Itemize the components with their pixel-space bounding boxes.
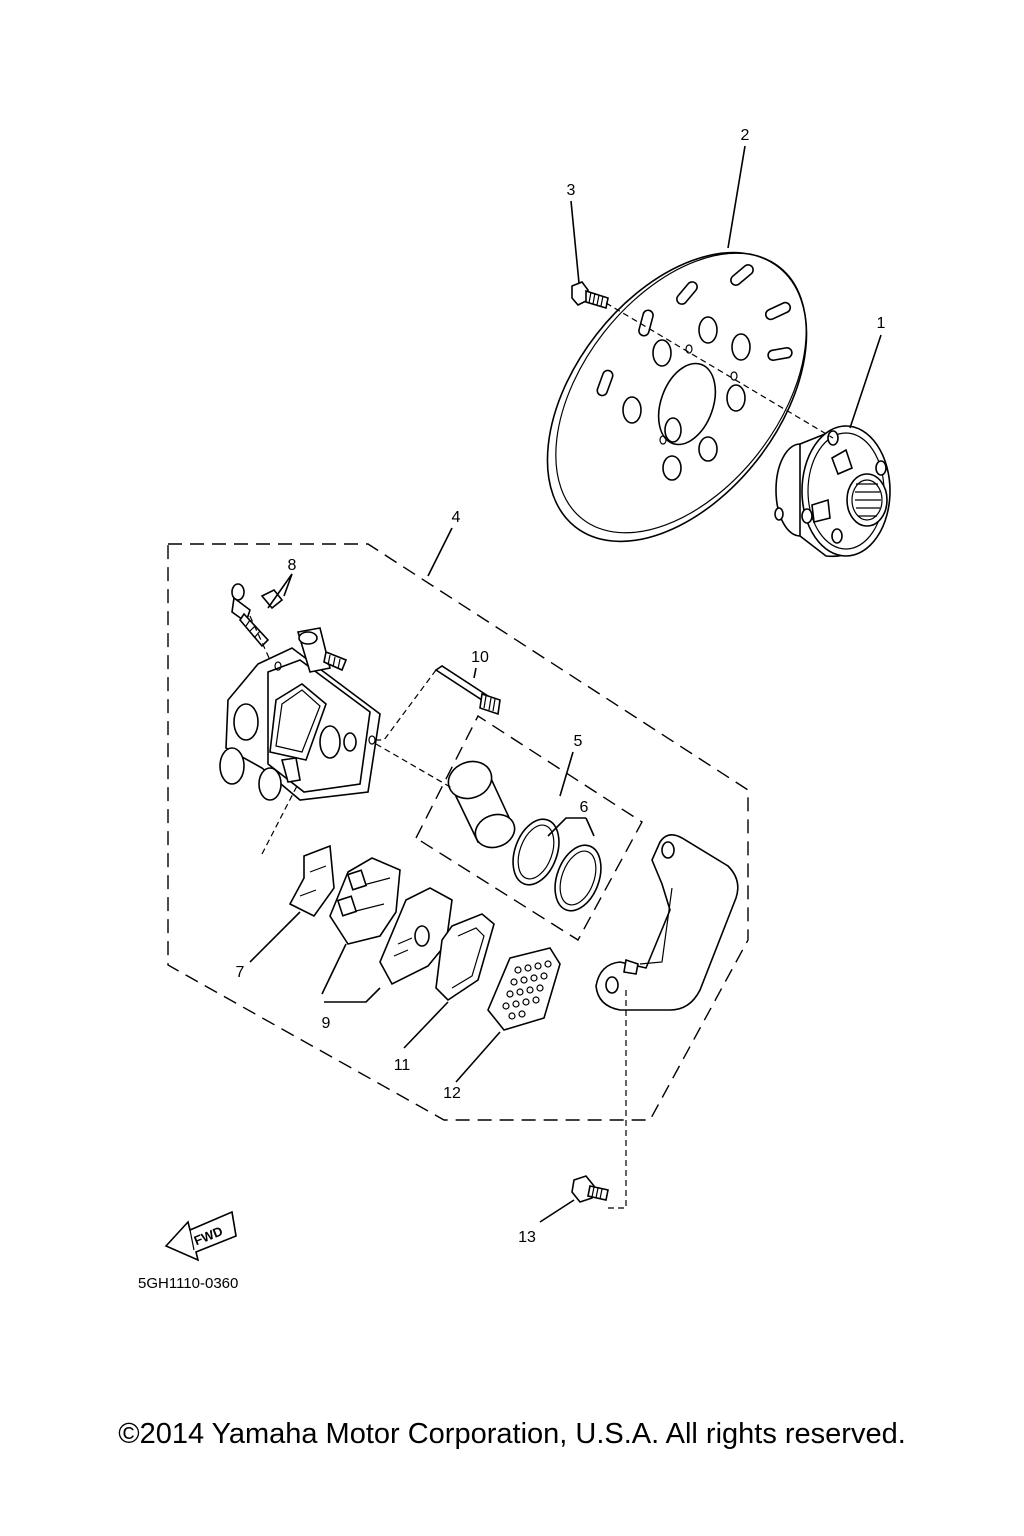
brake-pad-outer (379, 887, 453, 986)
bracket-bolt (571, 1175, 609, 1203)
callout-2: 2 (741, 127, 750, 144)
disc-bolt (571, 281, 609, 310)
spring-line (261, 783, 299, 855)
wheel-hub (774, 425, 891, 558)
bolt-center-line (605, 302, 834, 439)
pad-insulator (487, 947, 561, 1031)
forward-arrow-icon: FWD (164, 1210, 237, 1262)
callout-1: 1 (877, 315, 886, 332)
piston-line (375, 743, 453, 789)
callout-9: 9 (322, 1015, 331, 1032)
piston-kit-boundary (415, 714, 643, 941)
bleed-screw-line (249, 615, 271, 661)
callout-4: 4 (452, 509, 461, 526)
bleed-screw (231, 583, 284, 648)
callout-13: 13 (518, 1229, 536, 1246)
pad-pin (434, 665, 501, 716)
pad-spring (288, 844, 335, 918)
pad-shim (435, 913, 495, 1002)
brake-pad-inner (329, 857, 401, 945)
callout-5: 5 (574, 733, 583, 750)
callout-7: 7 (236, 964, 245, 981)
bracket-bolt-line (608, 990, 627, 1209)
callout-11: 11 (394, 1057, 411, 1074)
callout-12: 12 (443, 1085, 461, 1102)
exploded-parts-diagram: 1 2 3 4 5 6 7 8 9 10 11 12 13 FWD 5GH111… (138, 127, 891, 1292)
callout-3: 3 (567, 182, 576, 199)
caliper-bracket (595, 834, 739, 1011)
callout-6: 6 (580, 799, 589, 816)
copyright-notice: ©2014 Yamaha Motor Corporation, U.S.A. A… (118, 1418, 906, 1450)
pad-pin-line (372, 669, 437, 741)
brake-caliper (219, 627, 381, 801)
callout-8: 8 (288, 557, 297, 574)
diagram-reference-code: 5GH1110-0360 (138, 1275, 238, 1292)
brake-disc (546, 251, 808, 543)
callout-10: 10 (471, 649, 489, 666)
caliper-piston (447, 760, 516, 849)
caliper-assembly-boundary (167, 543, 749, 1121)
piston-seals (512, 818, 602, 912)
leader-lines (249, 145, 882, 1223)
